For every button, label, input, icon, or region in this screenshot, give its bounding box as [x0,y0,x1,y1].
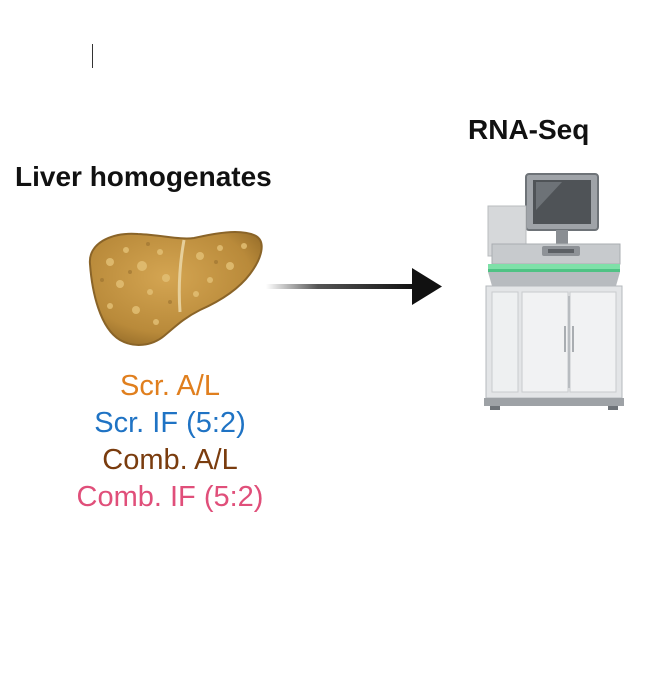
right-arrow-icon [266,268,442,305]
liver-homogenates-title: Liver homogenates [15,161,272,192]
rna-seq-title: RNA-Seq [468,114,590,145]
sequencer-machine-icon [484,173,624,410]
text-cursor-mark [92,44,93,68]
group-label-scr-if: Scr. IF (5:2) [94,407,246,439]
group-label-comb-if: Comb. IF (5:2) [76,481,264,513]
group-label-comb-al: Comb. A/L [102,444,238,476]
group-label-scr-al: Scr. A/L [120,370,220,402]
group-labels: Scr. A/L Scr. IF (5:2) Comb. A/L Comb. I… [40,368,300,516]
liver-icon [88,231,263,346]
